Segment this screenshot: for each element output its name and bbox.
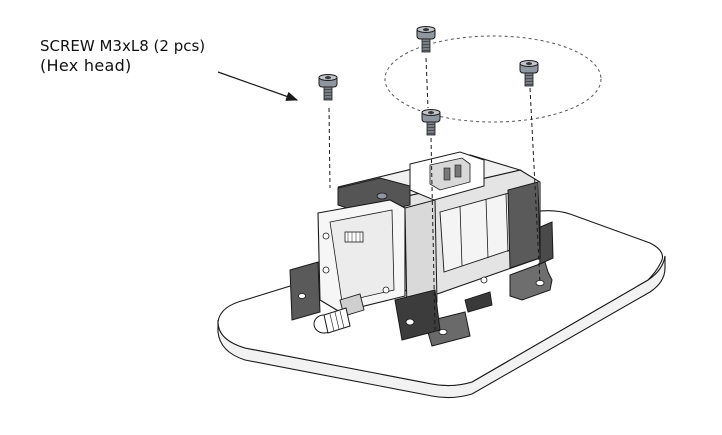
leader-arrow: [217, 71, 299, 101]
dashed-ellipse: [384, 35, 602, 123]
screw-icon: [421, 109, 441, 136]
screw-icon: [519, 60, 539, 87]
callout-line-1: SCREW M3xL8 (2 pcs): [40, 37, 206, 55]
screw-axis-lines: [328, 57, 541, 331]
callout-line-2: (Hex head): [40, 56, 132, 75]
housing-body: [289, 151, 541, 347]
screw-icon: [318, 74, 338, 101]
screw-callout: SCREW M3xL8 (2 pcs) (Hex head): [40, 37, 205, 75]
rear-bracket: [509, 221, 554, 301]
screw-icon: [416, 26, 436, 53]
